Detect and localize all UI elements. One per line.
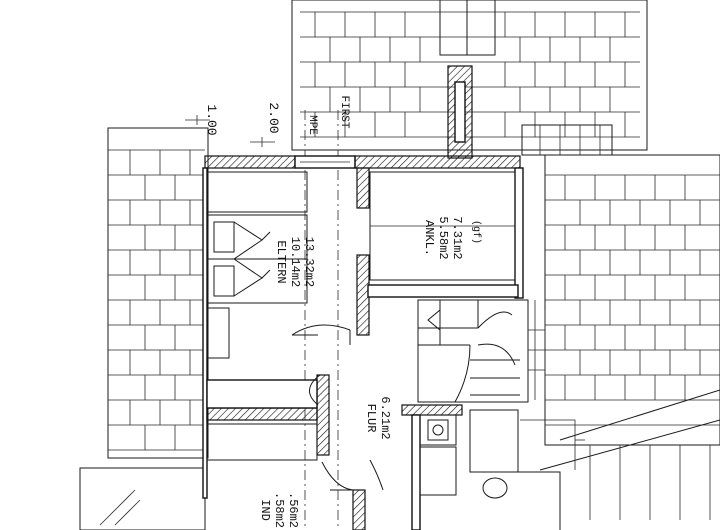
room-ankl-note: (gf) — [470, 220, 482, 244]
chimney — [447, 65, 473, 159]
doors — [291, 324, 384, 491]
room-ankl-name: ANKL. — [422, 220, 436, 256]
room-kind-area-total: .56m2 — [286, 492, 300, 528]
room-ankl-area-total: 7.31m2 — [450, 216, 464, 259]
room-ankl-area: 5.58m2 — [436, 216, 450, 259]
room-eltern-area: 10.14m2 — [288, 237, 302, 287]
room-labels: 1.00 2.00 MPE FIRST ELTERN 10.14m2 13.32… — [204, 95, 482, 528]
room-kind-area: .58m2 — [272, 492, 286, 528]
bathroom-fixtures — [419, 409, 585, 530]
room-flur-area: 6.21m2 — [378, 396, 392, 439]
roof-tiles-left — [79, 127, 209, 530]
room-eltern-area-total: 13.32m2 — [302, 237, 316, 287]
walls — [202, 155, 524, 530]
room-eltern-name: ELTERN — [274, 240, 288, 283]
wardrobes — [206, 171, 516, 461]
staircase — [417, 299, 546, 403]
pump-label: MPE — [306, 115, 318, 135]
double-bed — [206, 214, 308, 359]
roof-tiles-right — [521, 124, 720, 520]
ridge-label: FIRST — [338, 95, 350, 128]
dimension-1-label: 1.00 — [204, 104, 219, 135]
dimension-2-label: 2.00 — [266, 102, 281, 133]
room-flur-name: FLUR — [364, 404, 378, 433]
room-kind-name: IND — [258, 499, 272, 521]
